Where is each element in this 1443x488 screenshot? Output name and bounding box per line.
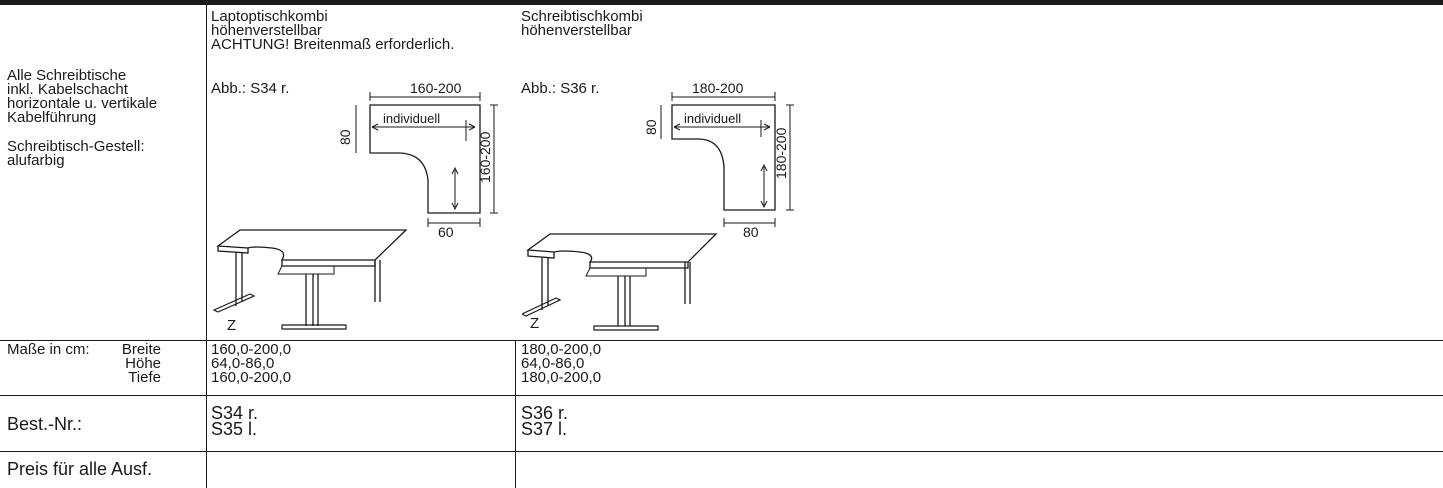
product-2-perspective-drawing: Z [522, 233, 718, 332]
gestell-value: alufarbig [7, 152, 65, 169]
dimension-tiefe-label: Tiefe [128, 369, 161, 386]
product-2-dim-inner: individuell [684, 111, 741, 126]
product-1-perspective-drawing: Z [212, 229, 408, 334]
product-2-tiefe: 180,0-200,0 [521, 369, 602, 386]
top-rule [0, 0, 1443, 5]
intro-line-1: Alle Schreibtische [7, 67, 127, 84]
product-1-dim-inner: individuell [383, 111, 440, 126]
product-1-order-1: S34 r. [211, 403, 259, 423]
price-label: Preis für alle Ausf. [7, 459, 153, 479]
product-2-order-2: S37 l. [521, 419, 568, 439]
product-1-order-2: S35 l. [211, 419, 258, 439]
dimension-hoehe-label: Höhe [125, 355, 161, 372]
order-label: Best.-Nr.: [7, 414, 83, 434]
product-2-breite: 180,0-200,0 [521, 341, 602, 358]
product-1-dim-bottom: 60 [438, 224, 454, 240]
product-1-dim-left: 80 [337, 129, 353, 145]
product-2-image-label: Abb.: S36 r. [521, 80, 600, 97]
product-2-title-line2: höhenverstellbar [521, 22, 632, 39]
product-2-dim-bottom: 80 [743, 224, 759, 240]
rule-below-drawings [0, 340, 1443, 341]
product-1-title-line2: höhenverstellbar [211, 22, 322, 39]
product-1-title-line1: Laptoptischkombi [211, 8, 328, 25]
product-1-image-label: Abb.: S34 r. [211, 80, 290, 97]
dimensions-label: Maße in cm: [7, 341, 90, 358]
product-1-perspective-label: Z [227, 317, 236, 334]
product-2-dim-left: 80 [643, 119, 659, 135]
intro-line-3: horizontale u. vertikale [7, 95, 158, 112]
product-1-dim-right: 160-200 [477, 131, 493, 183]
product-2-dim-top: 180-200 [692, 80, 744, 96]
column-divider-2 [515, 340, 516, 488]
column-divider-1 [206, 5, 207, 488]
rule-below-dimensions [0, 395, 1443, 396]
product-2-perspective-label: Z [530, 315, 539, 332]
product-1-plan-drawing: 160-200 individuell 80 160-200 60 [337, 80, 498, 240]
product-1-hoehe: 64,0-86,0 [211, 355, 275, 372]
gestell-label: Schreibtisch-Gestell: [7, 138, 145, 155]
intro-line-2: inkl. Kabelschacht [7, 81, 128, 98]
dimension-breite-label: Breite [121, 341, 161, 358]
product-2-order-1: S36 r. [521, 403, 569, 423]
product-2-hoehe: 64,0-86,0 [521, 355, 585, 372]
product-1-dim-top: 160-200 [410, 80, 462, 96]
rule-below-order [0, 451, 1443, 452]
product-2-dim-right: 180-200 [773, 127, 789, 179]
product-2-title-line1: Schreibtischkombi [521, 8, 643, 25]
intro-line-4: Kabelführung [7, 109, 97, 126]
product-1-tiefe: 160,0-200,0 [211, 369, 292, 386]
product-1-note: ACHTUNG! Breitenmaß erforderlich. [211, 36, 455, 53]
product-1-breite: 160,0-200,0 [211, 341, 292, 358]
product-2-plan-drawing: 180-200 individuell 80 180-200 80 [643, 80, 794, 240]
